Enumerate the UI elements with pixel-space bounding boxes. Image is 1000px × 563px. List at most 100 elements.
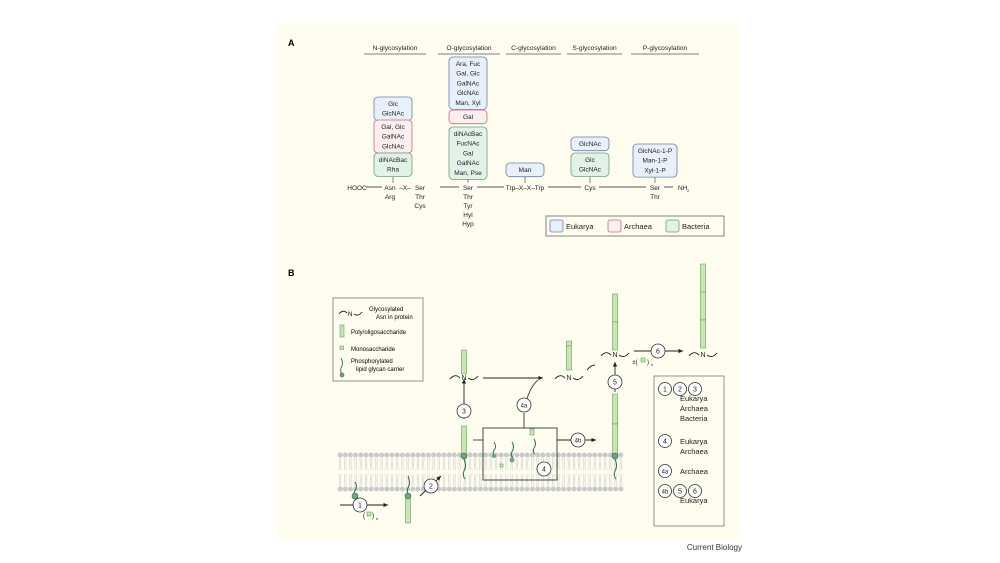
lipid-tail xyxy=(344,457,347,487)
key-step-5 xyxy=(673,484,687,498)
o-bacteria-text: Gal xyxy=(463,150,474,157)
lipid-head xyxy=(503,486,509,492)
lipid-head xyxy=(524,486,530,492)
lipid-head xyxy=(571,452,577,458)
chain-stub xyxy=(586,364,596,371)
lipid-tail xyxy=(458,457,461,487)
lipid-head xyxy=(389,486,395,492)
lipid-head xyxy=(337,486,343,492)
p-site-label: Ser xyxy=(650,185,661,192)
lipid-head xyxy=(618,452,624,458)
key-domain-archaea: Archaea xyxy=(680,404,709,413)
key-domain-archaea: Archaea xyxy=(680,447,709,456)
mono-n: n xyxy=(376,516,378,521)
step-6-label: 6 xyxy=(656,349,660,356)
step-2-label: 2 xyxy=(429,484,433,491)
lipid-head xyxy=(503,452,509,458)
monosaccharide xyxy=(640,357,646,363)
legend-swatch-bacteria xyxy=(665,219,680,233)
lipid-head xyxy=(550,486,556,492)
lipid-head xyxy=(405,452,411,458)
lipid-head xyxy=(347,486,353,492)
lipid-head xyxy=(493,486,499,492)
lipid-head xyxy=(576,452,582,458)
lipid-head xyxy=(597,486,603,492)
lipid-head xyxy=(561,486,567,492)
o-eukarya-text: Man, Xyl xyxy=(455,100,481,107)
asn-6-left xyxy=(688,352,700,357)
p-eukarya-text: GlcNAc-1-P xyxy=(638,148,672,155)
asn-5-left xyxy=(600,352,612,357)
p-site-label: Thr xyxy=(650,194,661,201)
glycan-5 xyxy=(612,321,618,351)
lipid-tail xyxy=(354,457,357,487)
key-step-2 xyxy=(673,382,687,396)
asn-chain-icon xyxy=(338,310,348,315)
lipid-tail xyxy=(427,457,430,487)
p-eukarya-text: Man-1-P xyxy=(643,158,668,165)
asn-4a-right xyxy=(572,375,584,381)
carrier-head xyxy=(460,452,468,460)
step-6 xyxy=(650,343,666,359)
lipid-membrane xyxy=(337,452,624,492)
key-step-1 xyxy=(658,382,672,396)
asn-5-n: N xyxy=(612,352,617,359)
lipid-head xyxy=(457,486,463,492)
lipid-head xyxy=(462,486,468,492)
lipid-head xyxy=(607,452,613,458)
lipid-head xyxy=(514,486,520,492)
asn-5-right xyxy=(618,352,630,358)
journal-credit: Current Biology xyxy=(686,543,742,552)
lipid-head xyxy=(535,486,541,492)
lipid-tail xyxy=(484,457,487,487)
lipid-head xyxy=(373,486,379,492)
lipid-tail xyxy=(359,457,362,487)
mono-paren: ±( xyxy=(632,360,637,366)
lipid-head xyxy=(566,452,572,458)
lipid-head xyxy=(602,452,608,458)
key-step-4b xyxy=(658,484,672,498)
key-step-label: 3 xyxy=(693,387,697,394)
label-bg xyxy=(646,182,664,191)
lipid-head xyxy=(410,452,416,458)
lipid-head xyxy=(451,486,457,492)
lipid-head xyxy=(363,452,369,458)
lipid-head xyxy=(529,486,535,492)
o-site-label: Tyr xyxy=(463,203,473,210)
lipid-head xyxy=(394,486,400,492)
lipid-tail xyxy=(526,457,529,487)
lipid-tail xyxy=(531,457,534,487)
key-step-3 xyxy=(688,382,702,396)
lipid-head xyxy=(488,486,494,492)
lipid-tail xyxy=(604,457,607,487)
arrow-4a-head xyxy=(538,375,543,381)
lipid-head xyxy=(613,486,619,492)
lipid-tail xyxy=(474,457,477,487)
arrow-5-head xyxy=(612,362,618,367)
lipid-head xyxy=(379,452,385,458)
lipid-tail xyxy=(432,457,435,487)
lipid-head xyxy=(519,486,525,492)
label-bg xyxy=(459,182,477,191)
lipid-tail xyxy=(406,457,409,487)
o-bacteria-text: diNAcBac xyxy=(454,131,483,138)
key-domain-eukarya: Eukarya xyxy=(680,437,708,446)
key-label-1: Poly/oligosaccharide xyxy=(351,330,407,336)
n-eukarya-text: Glc xyxy=(388,101,399,108)
mono-4 xyxy=(529,428,535,436)
lipid-head xyxy=(535,452,541,458)
step-3-label: 3 xyxy=(462,409,466,416)
lipid-tail xyxy=(510,457,513,487)
lipid-tail xyxy=(468,457,472,487)
lipid-tail xyxy=(572,457,576,487)
asn-4a-n: N xyxy=(566,375,571,382)
lipid-head xyxy=(358,452,364,458)
o-eukarya-text: Ara, Fuc xyxy=(456,61,481,68)
lipid-head xyxy=(519,452,525,458)
lipid-head xyxy=(436,452,442,458)
step-4a xyxy=(516,397,532,413)
o-eukarya-text: Gal, Glc xyxy=(456,71,480,78)
